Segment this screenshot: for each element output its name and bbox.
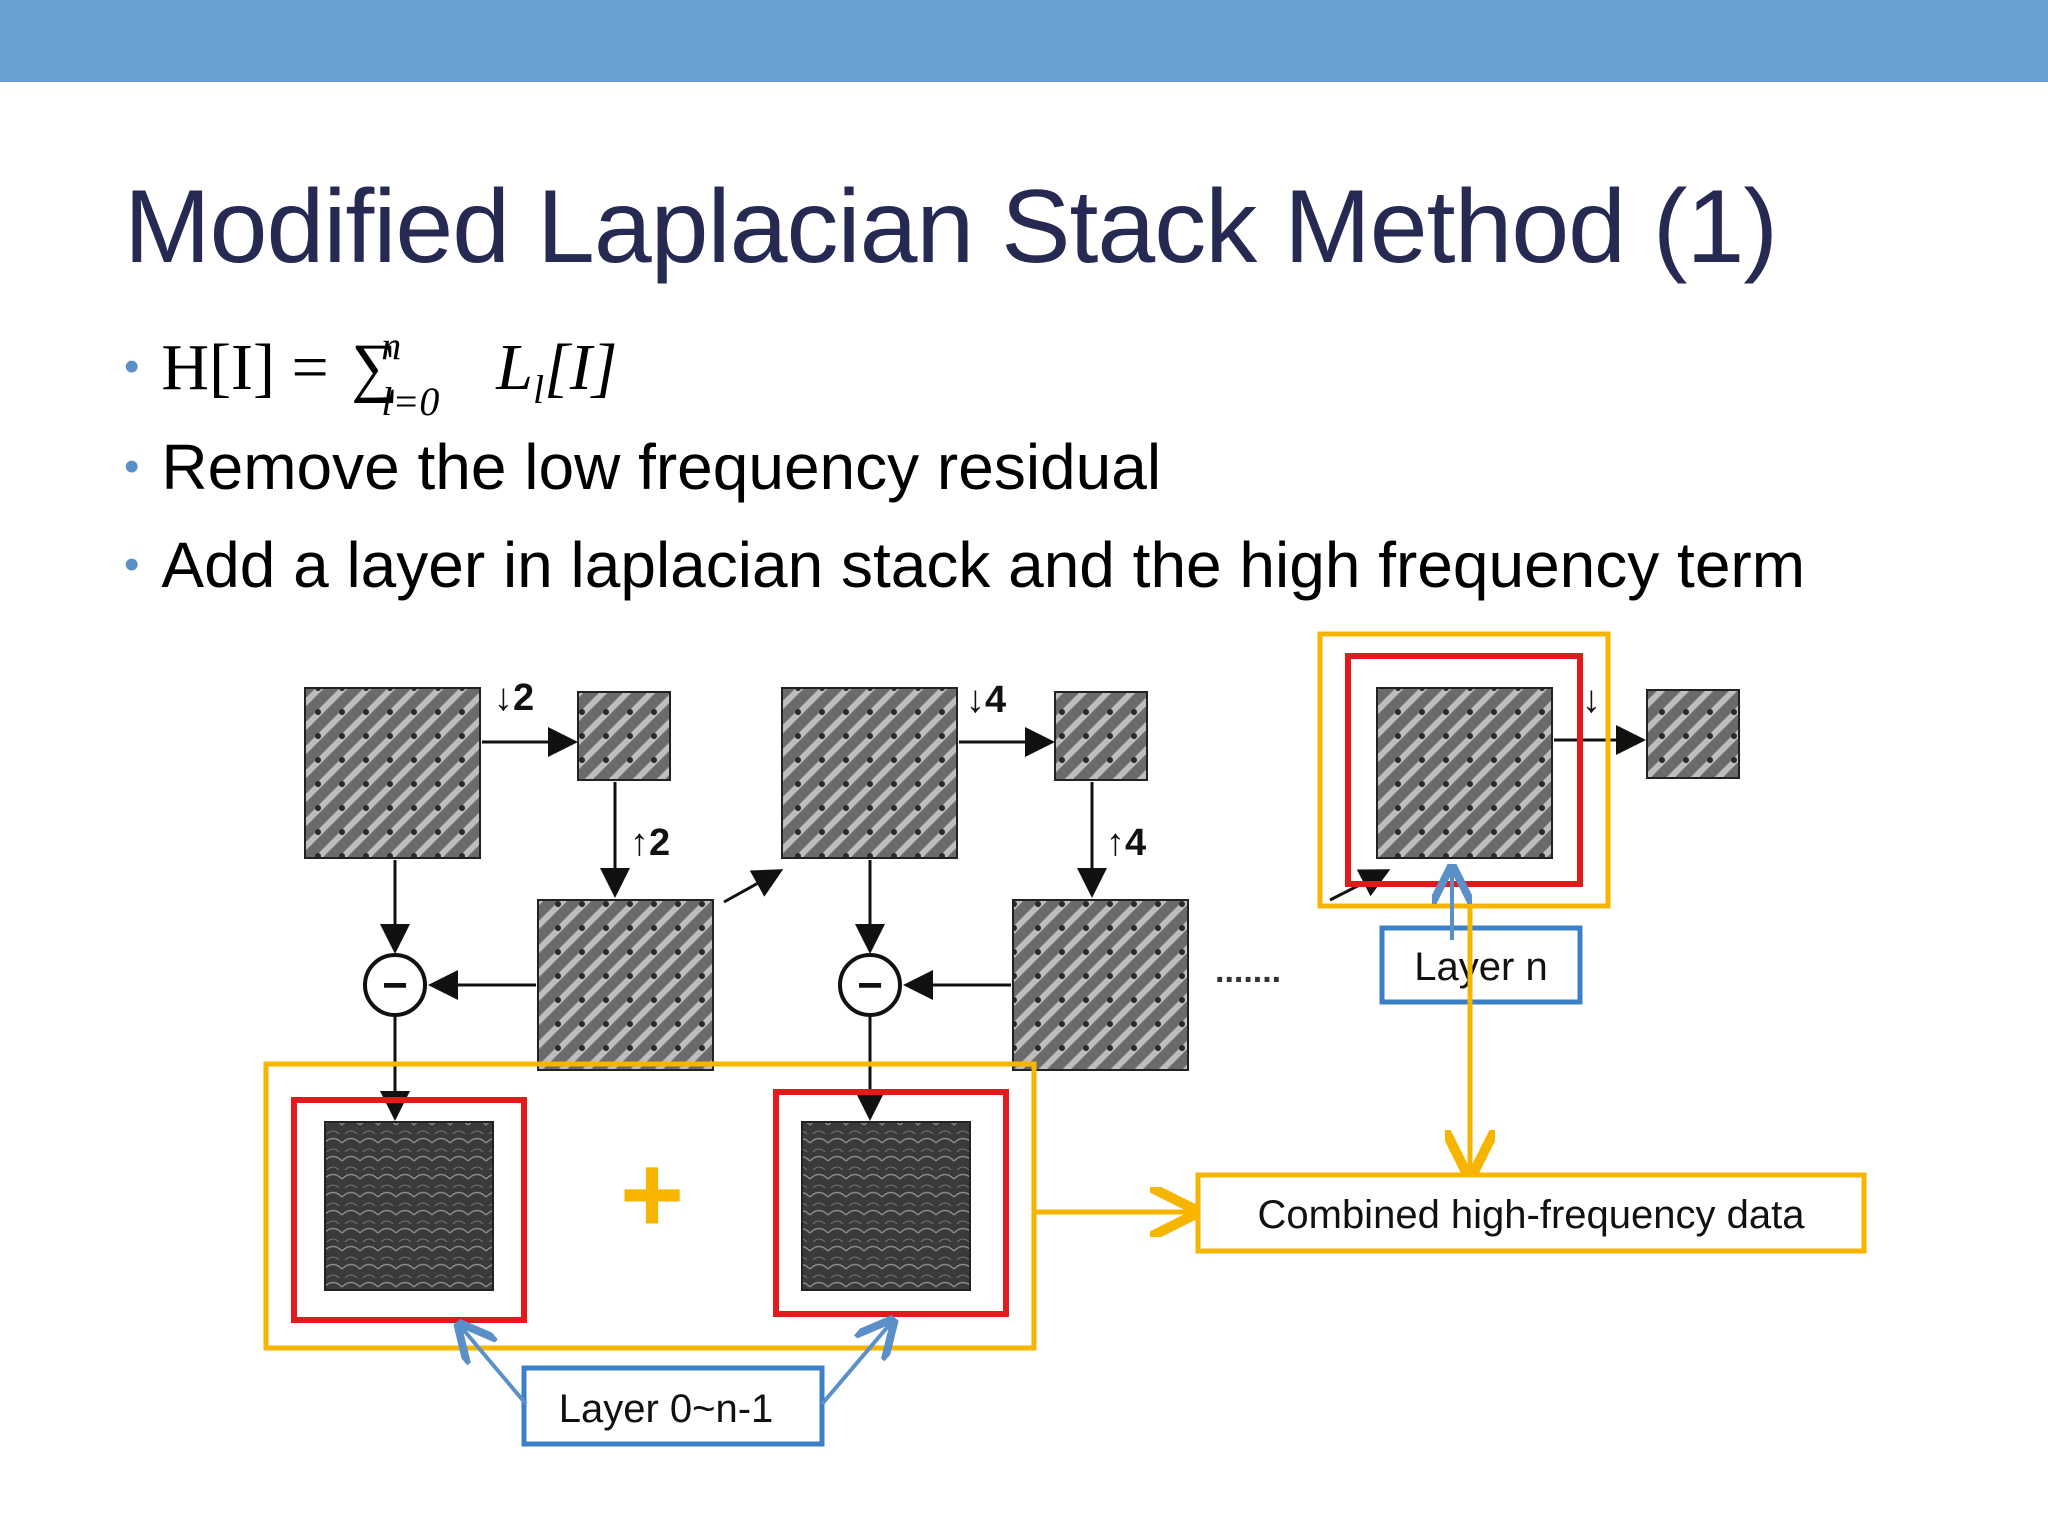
minus-node-2	[838, 953, 902, 1017]
arrow-layer0-pointer-left	[462, 1328, 528, 1406]
image-up-2	[537, 899, 714, 1071]
image-up-4	[1012, 899, 1189, 1071]
bullet-dot-icon: •	[124, 540, 140, 589]
plus-symbol: +	[620, 1133, 684, 1256]
layer-n-label-box	[1379, 925, 1583, 1005]
minus-node-1	[363, 953, 427, 1017]
image-down-2	[577, 691, 671, 781]
image-level-n	[1376, 687, 1553, 859]
formula-sum: ∑n l=0	[351, 323, 439, 424]
bullet-1: • Remove the low frequency residual	[124, 430, 1161, 504]
bullet-dot-icon: •	[124, 342, 140, 391]
top-accent-bar	[0, 0, 2048, 82]
layer-n-yellow-box	[1317, 631, 1611, 909]
label-down-4: ↓4	[966, 679, 1006, 721]
minus-node-2-symbol: −	[857, 961, 883, 1010]
formula: H[I] = ∑n l=0 Ll[I]	[161, 323, 618, 424]
sum-upper: n	[381, 323, 402, 368]
bullet-2-text: Add a layer in laplacian stack and the h…	[161, 529, 1806, 601]
formula-term-sub: l	[533, 367, 545, 413]
label-up-4: ↑4	[1106, 822, 1146, 864]
formula-term-arg: [I]	[544, 331, 618, 404]
combined-label-box	[1195, 1172, 1867, 1254]
layer-0-edge-image	[324, 1121, 494, 1291]
minus-node-1-symbol: −	[382, 961, 408, 1010]
layer-1-edge-image	[801, 1121, 971, 1291]
label-down-2: ↓2	[494, 677, 534, 719]
high-frequency-group-box	[263, 1061, 1037, 1351]
layer-0-label: Layer 0~n-1	[559, 1387, 774, 1431]
arrow-diagonal-1	[723, 869, 784, 904]
formula-term: L	[496, 331, 534, 404]
sum-symbol: ∑	[351, 331, 399, 404]
bullet-1-text: Remove the low frequency residual	[161, 431, 1162, 503]
layer-n-label: Layer n	[1414, 945, 1547, 989]
sum-lower: l=0	[381, 379, 440, 424]
bullet-2: • Add a layer in laplacian stack and the …	[124, 528, 1805, 602]
image-level-0	[304, 687, 481, 859]
label-up-2: ↑2	[630, 822, 670, 864]
slide-title: Modified Laplacian Stack Method (1)	[124, 169, 1778, 285]
layer-0-red-box	[291, 1097, 527, 1323]
label-down-n: ↓	[1582, 679, 1601, 721]
bullet-formula: • H[I] = ∑n l=0 Ll[I]	[124, 323, 618, 424]
bullet-dot-icon: •	[124, 442, 140, 491]
image-level-1	[781, 687, 958, 859]
arrow-layer0-pointer-right	[820, 1324, 890, 1406]
formula-lhs: H[I] =	[161, 331, 346, 404]
ellipsis: .......	[1215, 952, 1281, 990]
combined-label: Combined high-frequency data	[1257, 1193, 1805, 1237]
layer-0-label-box	[521, 1365, 825, 1447]
image-down-n	[1646, 689, 1740, 779]
image-down-4	[1054, 691, 1148, 781]
